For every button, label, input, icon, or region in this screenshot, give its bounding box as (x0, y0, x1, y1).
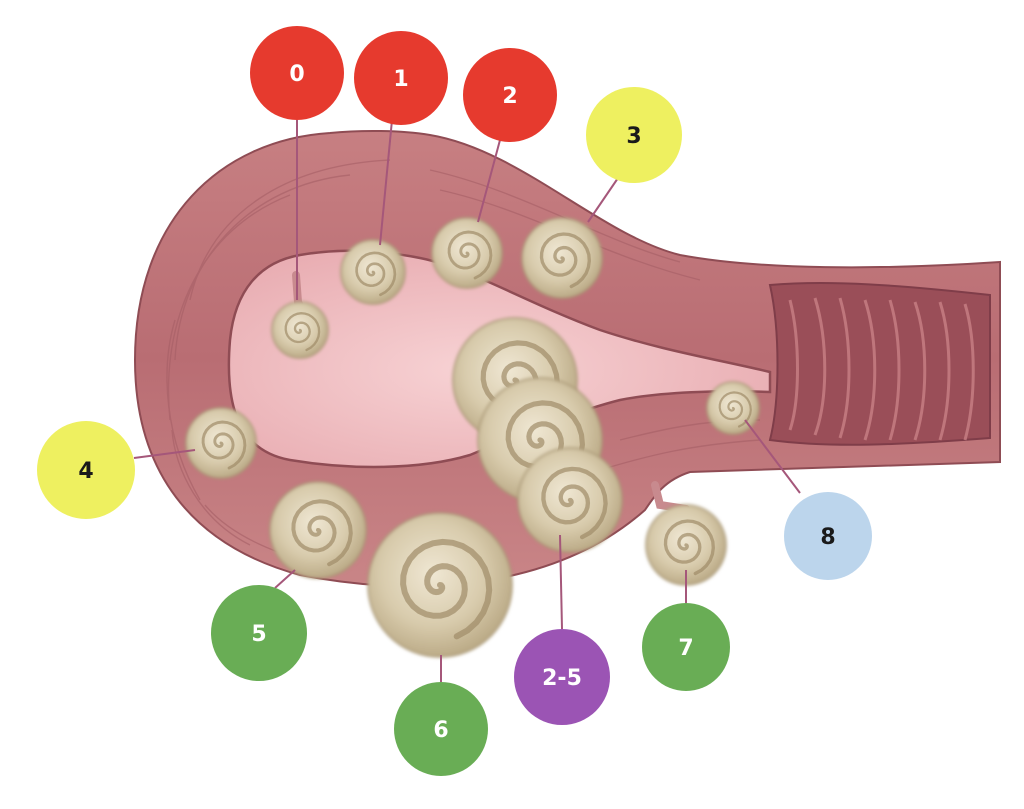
marker-label: 2-5 (542, 666, 582, 691)
marker-circle (514, 629, 610, 725)
fibroid-type-7 (645, 481, 727, 586)
marker-label: 2 (502, 84, 517, 109)
marker-circle (211, 585, 307, 681)
marker-m4: 4 (37, 421, 135, 519)
fibroid-type-4 (185, 407, 257, 479)
leader-line-m2 (477, 139, 501, 223)
fibroid-type-2-5-c (517, 447, 623, 553)
marker-circle (354, 31, 448, 125)
fibroid-type-3 (521, 217, 603, 299)
leader-line-m8 (744, 419, 801, 494)
marker-m2: 2 (463, 48, 557, 142)
marker-m3: 3 (586, 87, 682, 183)
leader-line-m5 (274, 569, 296, 589)
muscle-striations (166, 159, 761, 566)
marker-label: 1 (393, 67, 408, 92)
marker-label: 6 (433, 718, 448, 743)
marker-m7: 7 (642, 603, 730, 691)
leader-line-m1 (379, 119, 393, 246)
leader-line-m4 (133, 449, 196, 459)
leader-lines (133, 119, 801, 682)
marker-circle (463, 48, 557, 142)
fibroid-type-1 (340, 239, 406, 305)
fibroid-type-5 (269, 481, 367, 579)
fibroid-type-2 (431, 217, 503, 289)
leader-line-m25 (559, 534, 563, 630)
leader-line-m3 (587, 177, 619, 223)
marker-m1: 1 (354, 31, 448, 125)
marker-m8: 8 (784, 492, 872, 580)
marker-circle (784, 492, 872, 580)
marker-circle (642, 603, 730, 691)
marker-label: 4 (78, 459, 93, 484)
marker-label: 5 (251, 622, 266, 647)
marker-m25: 2-5 (514, 629, 610, 725)
fibroid-type-6 (367, 512, 513, 658)
marker-label: 7 (678, 636, 693, 661)
marker-m6: 6 (394, 682, 488, 776)
marker-m5: 5 (211, 585, 307, 681)
marker-label: 0 (289, 62, 304, 87)
cervical-canal (768, 282, 991, 446)
marker-m0: 0 (250, 26, 344, 120)
fibroid-type-8 (706, 381, 760, 435)
marker-circle (394, 682, 488, 776)
marker-label: 3 (626, 124, 641, 149)
marker-circle (37, 421, 135, 519)
marker-circle (250, 26, 344, 120)
markers: 0 1 2 3 4 5 6 2-5 7 8 (37, 26, 872, 776)
fibroids (185, 217, 760, 658)
marker-label: 8 (820, 525, 835, 550)
marker-circle (586, 87, 682, 183)
